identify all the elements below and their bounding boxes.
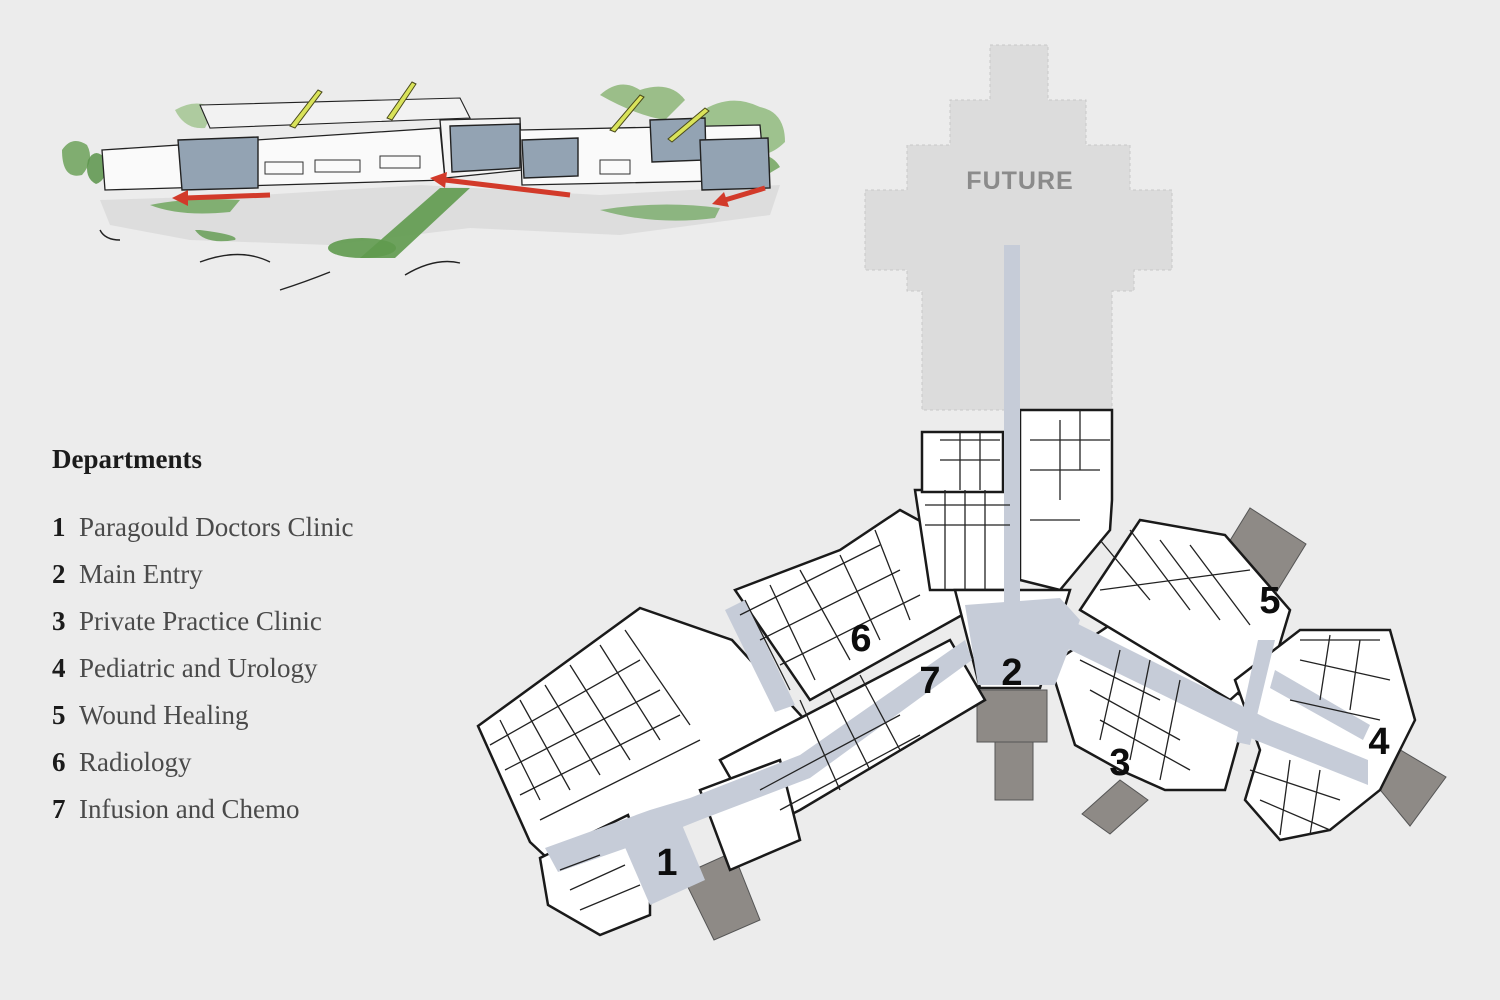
legend-number: 6: [52, 747, 66, 777]
legend-item: 1 Paragould Doctors Clinic: [52, 508, 353, 555]
legend-item: 2 Main Entry: [52, 555, 353, 602]
marker-5: 5: [1259, 580, 1280, 622]
marker-4: 4: [1368, 721, 1389, 763]
legend-number: 2: [52, 559, 66, 589]
interior-walls: [489, 410, 1391, 911]
marker-7: 7: [919, 660, 940, 702]
legend-item: 4 Pediatric and Urology: [52, 649, 353, 696]
legend-label: Private Practice Clinic: [79, 606, 322, 636]
legend-number: 4: [52, 653, 66, 683]
marker-2: 2: [1001, 652, 1022, 694]
legend-label: Main Entry: [79, 559, 203, 589]
corridors: [545, 245, 1370, 905]
legend-label: Paragould Doctors Clinic: [79, 512, 354, 542]
legend-item: 6 Radiology: [52, 743, 353, 790]
marker-1: 1: [656, 842, 677, 884]
legend-item: 5 Wound Healing: [52, 696, 353, 743]
legend-label: Pediatric and Urology: [79, 653, 318, 683]
legend-item: 3 Private Practice Clinic: [52, 602, 353, 649]
legend-label: Infusion and Chemo: [79, 794, 300, 824]
legend-number: 7: [52, 794, 66, 824]
legend-label: Radiology: [79, 747, 192, 777]
aerial-sketch: [62, 81, 785, 291]
legend-number: 3: [52, 606, 66, 636]
legend-number: 5: [52, 700, 66, 730]
legend-title: Departments: [52, 444, 202, 474]
future-label: FUTURE: [966, 167, 1073, 195]
marker-6: 6: [850, 618, 871, 660]
department-markers: 1 2 3 4 5 6 7: [656, 580, 1389, 884]
marker-3: 3: [1109, 742, 1130, 784]
legend-label: Wound Healing: [79, 700, 249, 730]
floor-plan: FUTURE: [476, 44, 1447, 941]
legend-item: 7 Infusion and Chemo: [52, 790, 353, 837]
legend-number: 1: [52, 512, 66, 542]
